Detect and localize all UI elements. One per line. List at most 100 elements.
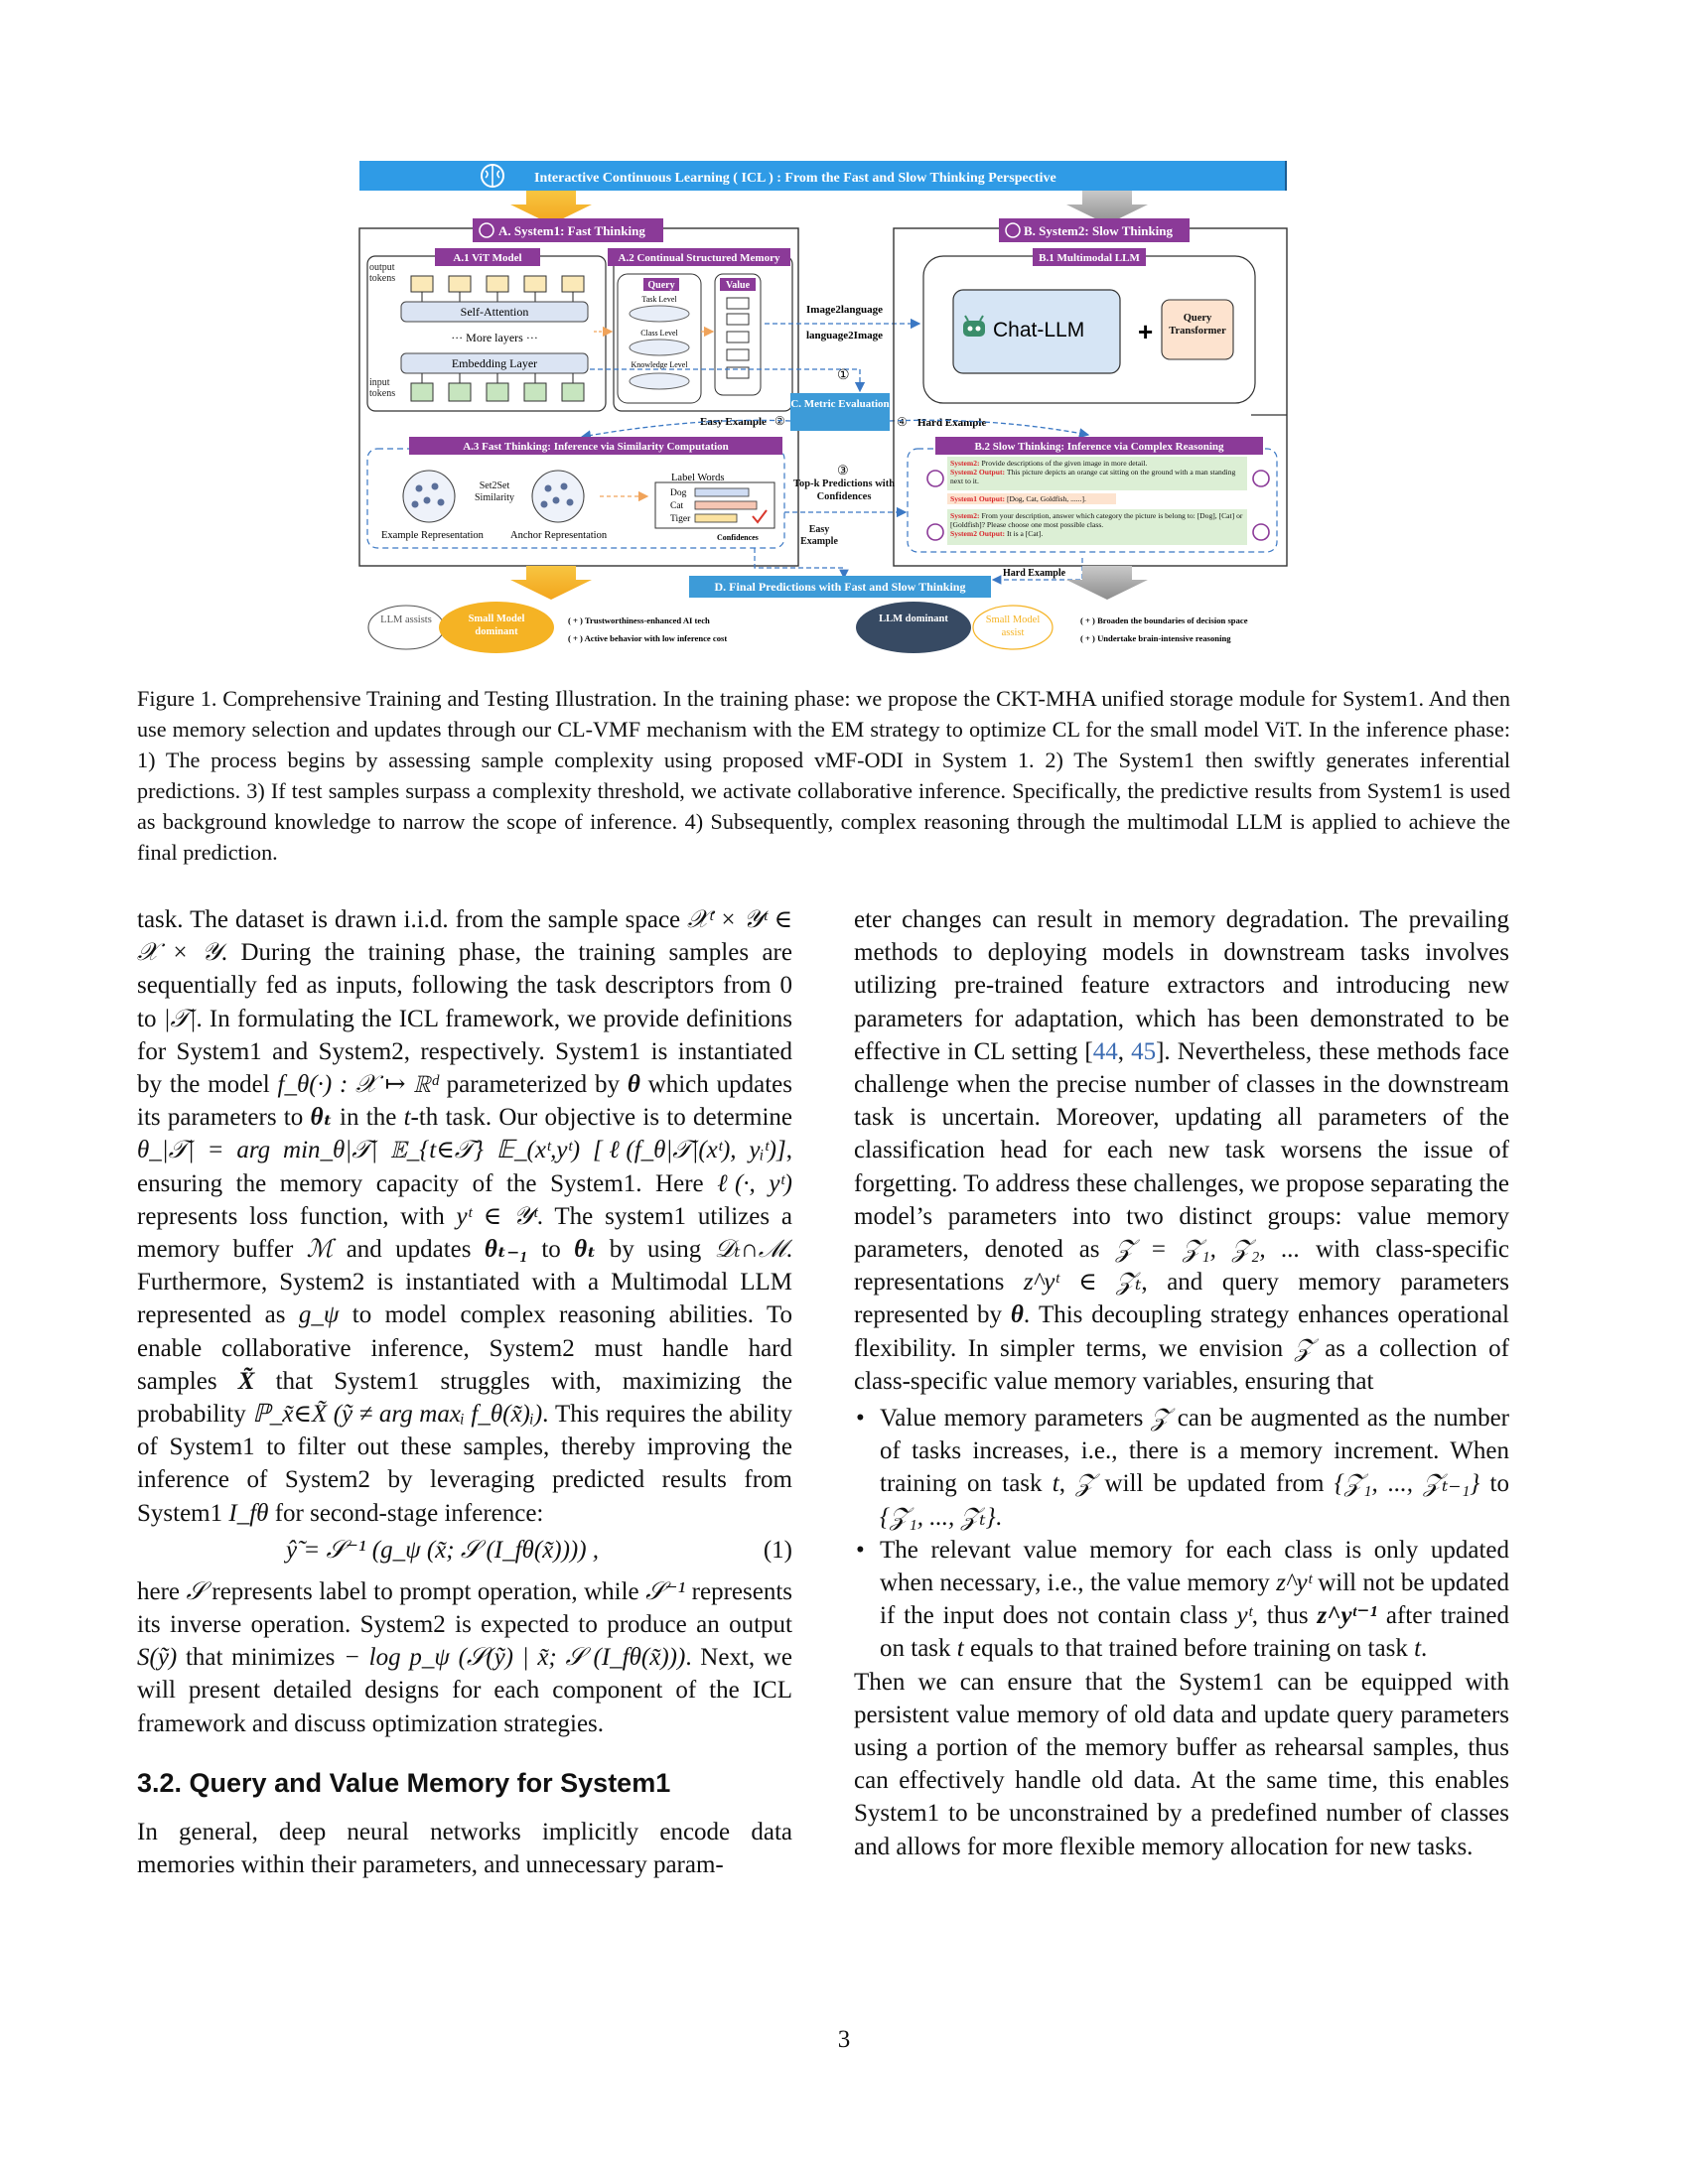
- label-words-title: Label Words: [671, 473, 725, 483]
- chat-who: System2:: [950, 511, 980, 520]
- left-column: task. The dataset is drawn i.i.d. from t…: [137, 903, 792, 1881]
- small-model-assist-label: Small Model assist: [985, 614, 1041, 638]
- set2set-label: Set2Set Similarity: [475, 480, 514, 503]
- chat-who: System2 Output:: [950, 529, 1006, 538]
- query-memory: [617, 273, 702, 404]
- value-label: Value: [726, 280, 751, 291]
- task-level-label: Task Level: [641, 295, 677, 304]
- banner-title: Interactive Continuous Learning ( ICL ) …: [534, 171, 1056, 186]
- label-words-box: [654, 481, 775, 529]
- chat-text: This picture depicts an orange cat sitti…: [950, 468, 1236, 485]
- chat-message-1: System2: Provide descriptions of the giv…: [947, 457, 1247, 490]
- value-memory: [714, 273, 762, 396]
- more-layers-label: ··· More layers ···: [451, 331, 538, 344]
- right-paragraph-1: eter changes can result in memory degrad…: [854, 906, 1509, 1395]
- citation-44[interactable]: 44: [1092, 1037, 1118, 1065]
- check-icon: [752, 509, 768, 524]
- brain-icon: [926, 470, 944, 541]
- chat-who: System2:: [950, 459, 980, 468]
- a1-title-bar: [435, 248, 540, 266]
- chat-text: It is a [Cat].: [1006, 529, 1044, 538]
- confidences-label: Confidences: [717, 533, 759, 542]
- easy-example-label: Easy Example: [700, 416, 767, 428]
- equation-1: ŷ̃ = 𝒮⁻¹ (g_ψ (x̃; 𝒮 (I_fθ(x̃)))) , (1): [137, 1532, 792, 1571]
- hard-example-2-label: Hard Example: [1003, 568, 1066, 579]
- easy-example-2-label: Easy Example: [800, 524, 838, 547]
- language2image-label: language2Image: [806, 330, 883, 341]
- image2language-label: Image2language: [806, 304, 883, 316]
- brain-icon: [1252, 470, 1270, 541]
- arrow-from-system2: [1066, 566, 1148, 600]
- brain-icon: [479, 222, 494, 238]
- embedding-label: Embedding Layer: [452, 356, 537, 370]
- hard-example-label: Hard Example: [917, 417, 986, 429]
- left-point-1: ( + ) Trustworthiness-enhanced AI tech: [568, 615, 710, 625]
- a2-title-bar: [608, 248, 790, 266]
- value-cells: [726, 297, 750, 379]
- topk-label: Top-k Predictions with Confidences: [792, 478, 896, 502]
- b2-title: B.2 Slow Thinking: Inference via Complex…: [974, 441, 1224, 453]
- list-item: The relevant value memory for each class…: [854, 1534, 1509, 1666]
- step-3-label: ③: [837, 463, 849, 478]
- chat-who: System2 Output:: [950, 468, 1006, 477]
- section-title: 3.2. Query and Value Memory for System1: [137, 1767, 671, 1798]
- label-cat: Cat: [670, 501, 684, 511]
- right-paragraph-2: Then we can ensure that the System1 can …: [854, 1668, 1509, 1860]
- brain-icon: [1005, 222, 1021, 238]
- left-point-2: ( + ) Active behavior with low inference…: [568, 633, 727, 643]
- bullet-list: Value memory parameters 𝒵 can be augment…: [854, 1402, 1509, 1666]
- page-number: 3: [837, 2026, 851, 2053]
- left-paragraph-3: In general, deep neural networks implici…: [137, 1818, 792, 1879]
- robot-icon: [963, 315, 985, 337]
- system2-title: B. System2: Slow Thinking: [1024, 223, 1174, 238]
- plus-sign: +: [1138, 317, 1153, 346]
- arrow-to-system1: [510, 191, 592, 224]
- metric-evaluation-box: [790, 393, 890, 431]
- list-item: Value memory parameters 𝒵 can be augment…: [854, 1402, 1509, 1534]
- chat-message-2: System1 Output: [Dog, Cat, Goldfish, ...…: [947, 493, 1116, 504]
- right-column: eter changes can result in memory degrad…: [854, 903, 1509, 1863]
- citation-45[interactable]: 45: [1131, 1037, 1157, 1065]
- a2-title: A.2 Continual Structured Memory: [619, 252, 780, 264]
- small-model-dominant-label: Small Model dominant: [468, 614, 525, 637]
- chat-llm-label: Chat-LLM: [993, 319, 1084, 341]
- query-transformer-label: Query Transformer: [1169, 313, 1226, 337]
- system1-title-bar: [473, 218, 663, 242]
- right-point-2: ( + ) Undertake brain-intensive reasonin…: [1080, 633, 1231, 643]
- chat-message-3: System2: From your description, answer w…: [947, 509, 1247, 545]
- equation-1-number: (1): [763, 1536, 792, 1564]
- output-token-row: [410, 275, 585, 302]
- chat-text: From your description, answer which cate…: [950, 511, 1243, 529]
- input-token-row: [410, 373, 585, 402]
- metric-evaluation-label: C. Metric Evaluation: [790, 398, 890, 410]
- output-tokens-label: output tokens: [369, 262, 396, 284]
- a3-title: A.3 Fast Thinking: Inference via Similar…: [463, 441, 729, 453]
- knowledge-level-label: Knowledge Level: [631, 360, 688, 369]
- chat-text: Provide descriptions of the given image …: [981, 459, 1148, 468]
- figure-caption: Figure 1. Comprehensive Training and Tes…: [137, 686, 1510, 865]
- chat-who: System1 Output:: [950, 494, 1006, 503]
- confidence-bars: [694, 487, 758, 523]
- self-attention-label: Self-Attention: [461, 305, 529, 319]
- step-4-label: ④: [897, 415, 908, 429]
- left-paragraph-2: here 𝒮 represents label to prompt operat…: [137, 1577, 793, 1737]
- input-tokens-label: input tokens: [369, 377, 396, 399]
- system2-title-bar: [999, 218, 1190, 242]
- query-transformer-box: [1161, 299, 1234, 360]
- brain-icon: [481, 164, 504, 188]
- final-predictions-bar: [689, 576, 991, 598]
- b1-title: B.1 Multimodal LLM: [1039, 252, 1140, 264]
- left-paragraph-1: task. The dataset is drawn i.i.d. from t…: [137, 906, 793, 1527]
- anchor-representation-cluster: [531, 470, 585, 523]
- system1-title: A. System1: Fast Thinking: [498, 223, 645, 238]
- llm-dominant-ellipse: [856, 602, 971, 653]
- query-label: Query: [647, 280, 674, 291]
- small-model-dominant-ellipse: [439, 602, 554, 653]
- figure-1: Interactive Continuous Learning ( ICL ) …: [0, 0, 1688, 675]
- anchor-representation-label: Anchor Representation: [510, 530, 608, 541]
- right-point-1: ( + ) Broaden the boundaries of decision…: [1080, 615, 1248, 625]
- a1-title: A.1 ViT Model: [453, 252, 521, 264]
- small-model-assist-ellipse: [972, 605, 1054, 650]
- label-dog: Dog: [670, 488, 687, 498]
- chat-text: [Dog, Cat, Goldfish, ......].: [1006, 494, 1086, 503]
